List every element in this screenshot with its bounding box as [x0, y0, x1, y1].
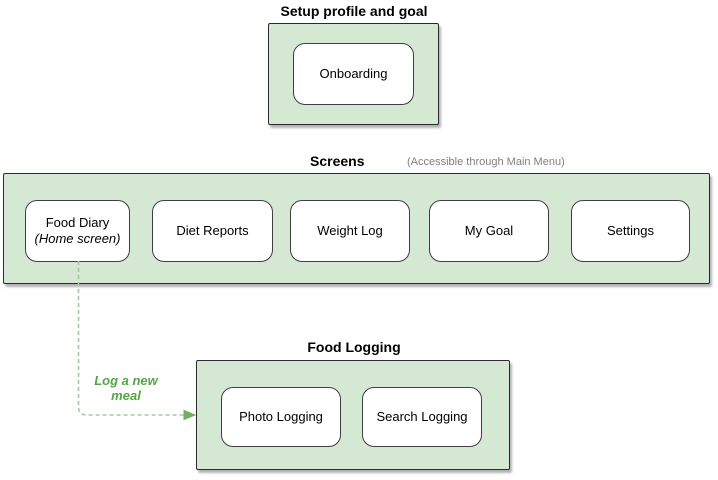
group-title-setup-profile: Setup profile and goal [280, 3, 428, 19]
screen-box-weight-log: Weight Log [290, 200, 410, 262]
screen-box-onboarding: Onboarding [293, 43, 414, 105]
group-title-food-logging: Food Logging [307, 339, 401, 355]
screen-box-food-diary: Food Diary (Home screen) [25, 200, 130, 262]
screen-box-search-logging: Search Logging [362, 387, 482, 447]
screen-label: Diet Reports [176, 223, 249, 238]
arrowhead-icon [183, 409, 197, 421]
screen-box-diet-reports: Diet Reports [152, 200, 273, 262]
group-subtitle-screens: (Accessible through Main Menu) [407, 156, 565, 168]
screen-box-photo-logging: Photo Logging [221, 387, 341, 447]
screen-label: Photo Logging [239, 409, 323, 424]
screen-label: Onboarding [319, 66, 388, 81]
group-title-screens: Screens [310, 153, 365, 169]
screen-label: My Goal [464, 223, 514, 238]
screen-label: Settings [607, 223, 654, 238]
screen-label: Search Logging [376, 409, 468, 424]
screen-box-my-goal: My Goal [429, 200, 549, 262]
screen-sublabel: (Home screen) [34, 231, 121, 246]
screen-label: Food Diary [45, 215, 110, 230]
screen-box-settings: Settings [571, 200, 690, 262]
screen-label: Weight Log [317, 223, 383, 238]
arrow-label-log-new-meal: Log a new meal [94, 373, 158, 403]
